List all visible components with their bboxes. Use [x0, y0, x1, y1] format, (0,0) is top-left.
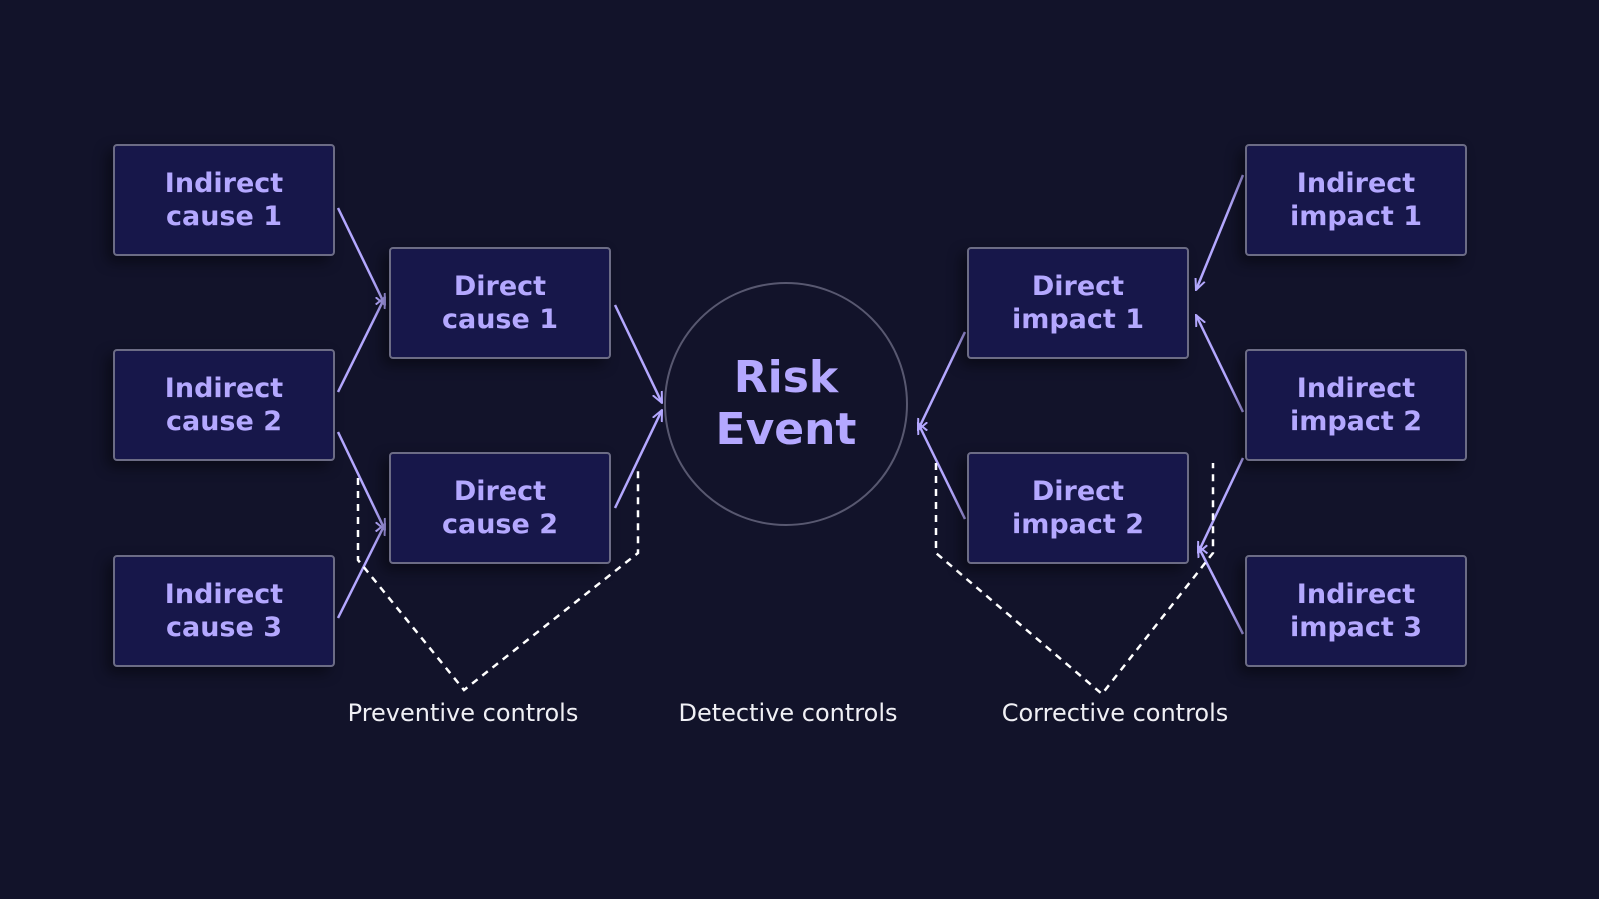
indirect-impact-1-label: Indirect impact 1 [1289, 168, 1423, 232]
indirect-impact-1-box: Indirect impact 1 [1245, 144, 1467, 256]
indirect-impact-3-label: Indirect impact 3 [1289, 579, 1423, 643]
indirect-cause-3-box: Indirect cause 3 [113, 555, 335, 667]
indirect-cause-1-label: Indirect cause 1 [164, 168, 284, 232]
arrow-indirect-cause-2-to-direct-cause-2 [336, 431, 387, 530]
indirect-cause-3-label: Indirect cause 3 [164, 579, 284, 643]
indirect-cause-2-box: Indirect cause 2 [113, 349, 335, 461]
direct-cause-1-label: Direct cause 1 [441, 271, 558, 335]
direct-cause-2-label: Direct cause 2 [441, 476, 558, 540]
arrow-direct-cause-1-to-risk-event [613, 304, 664, 403]
arrow-indirect-cause-1-to-direct-cause-1 [336, 207, 387, 305]
risk-event-label: Risk Event [715, 352, 857, 455]
direct-cause-1-box: Direct cause 1 [389, 247, 611, 359]
arrow-direct-impact-1-to-risk-event [916, 331, 967, 430]
direct-cause-2-box: Direct cause 2 [389, 452, 611, 564]
direct-impact-2-label: Direct impact 2 [1011, 476, 1145, 540]
indirect-impact-2-box: Indirect impact 2 [1245, 349, 1467, 461]
direct-impact-1-box: Direct impact 1 [967, 247, 1189, 359]
arrow-direct-cause-2-to-risk-event [613, 410, 664, 509]
detective-controls-label: Detective controls [678, 699, 898, 727]
direct-impact-2-box: Direct impact 2 [967, 452, 1189, 564]
preventive-controls-label: Preventive controls [347, 699, 579, 727]
arrow-indirect-impact-2-to-direct-impact-2 [1196, 457, 1245, 553]
indirect-cause-2-label: Indirect cause 2 [164, 373, 284, 437]
arrow-indirect-impact-3-to-direct-impact-2 [1196, 546, 1245, 635]
risk-event-circle: Risk Event [664, 282, 908, 526]
arrow-direct-impact-2-to-risk-event [916, 423, 967, 520]
arrow-indirect-cause-3-to-direct-cause-2 [336, 524, 387, 619]
indirect-impact-2-label: Indirect impact 2 [1289, 373, 1423, 437]
arrow-indirect-cause-2-to-direct-cause-1 [336, 297, 387, 393]
indirect-cause-1-box: Indirect cause 1 [113, 144, 335, 256]
indirect-impact-3-box: Indirect impact 3 [1245, 555, 1467, 667]
arrow-indirect-impact-2-to-direct-impact-1 [1194, 315, 1245, 413]
corrective-controls-label: Corrective controls [1001, 699, 1229, 727]
arrow-indirect-impact-1-to-direct-impact-1 [1196, 174, 1245, 290]
preventive-controls-bracket [356, 470, 640, 692]
direct-impact-1-label: Direct impact 1 [1011, 271, 1145, 335]
